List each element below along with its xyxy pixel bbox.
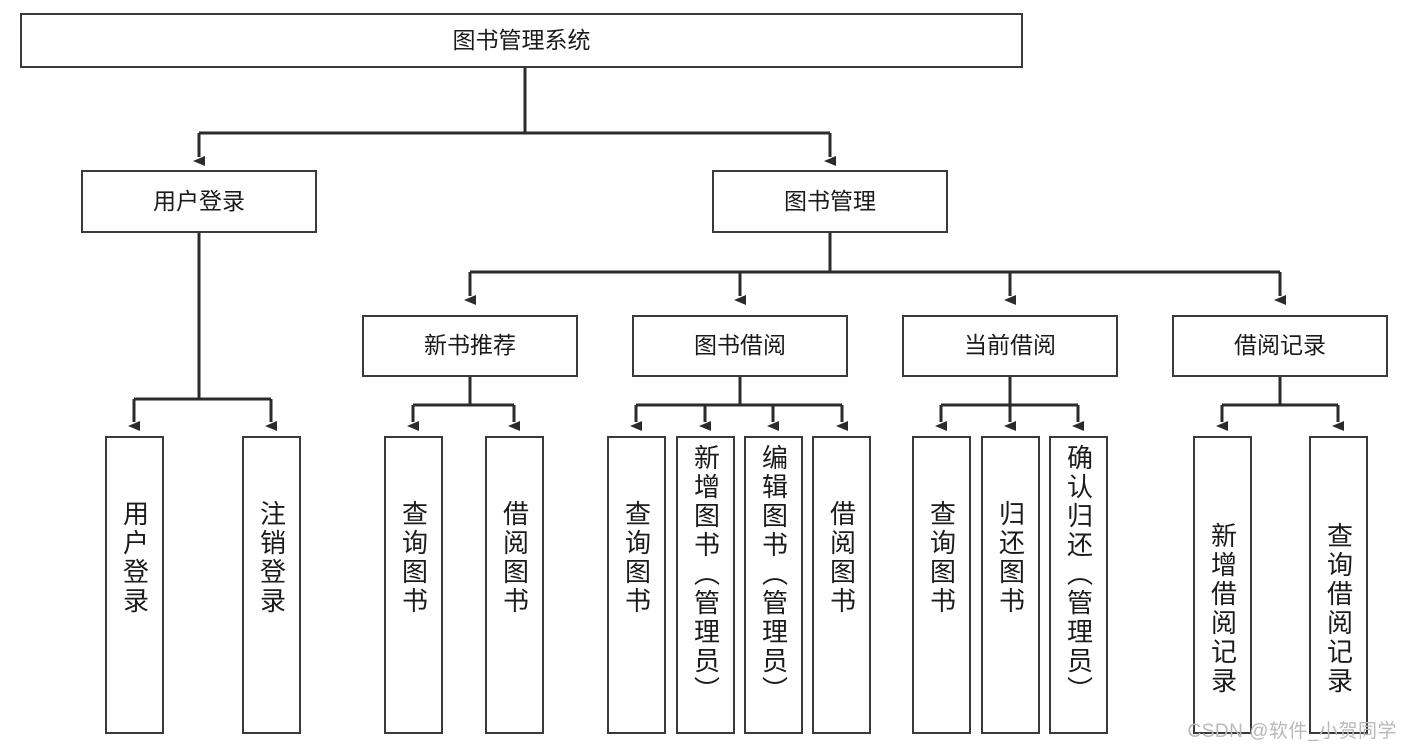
leaf-add-book[interactable]: 新增图书（管理员）: [676, 436, 735, 734]
node-borrow-record-label: 借阅记录: [1234, 332, 1326, 359]
leaf-query-book-recommend[interactable]: 查询图书: [384, 436, 443, 734]
node-book-manage-label: 图书管理: [784, 187, 876, 214]
leaf-return-book-label: 归还图书: [995, 500, 1026, 616]
leaf-query-book-recommend-label: 查询图书: [398, 500, 429, 616]
node-book-borrow[interactable]: 图书借阅: [632, 315, 848, 377]
leaf-borrow-book[interactable]: 借阅图书: [812, 436, 871, 734]
leaf-query-book-borrow[interactable]: 查询图书: [607, 436, 666, 734]
node-user-login[interactable]: 用户登录: [81, 170, 317, 233]
node-root[interactable]: 图书管理系统: [20, 13, 1023, 68]
leaf-query-book-current-label: 查询图书: [926, 500, 957, 616]
node-user-login-label: 用户登录: [153, 187, 245, 214]
leaf-query-book-current[interactable]: 查询图书: [912, 436, 971, 734]
leaf-return-book[interactable]: 归还图书: [981, 436, 1040, 734]
leaf-borrow-book-recommend[interactable]: 借阅图书: [485, 436, 544, 734]
node-current-borrow[interactable]: 当前借阅: [902, 315, 1118, 377]
leaf-confirm-return[interactable]: 确认归还（管理员）: [1049, 436, 1108, 734]
leaf-borrow-book-recommend-label: 借阅图书: [499, 500, 530, 616]
leaf-query-book-borrow-label: 查询图书: [621, 500, 652, 616]
leaf-query-borrow-record-label: 查询借阅记录: [1323, 522, 1354, 696]
leaf-confirm-return-label: 确认归还（管理员）: [1063, 444, 1094, 705]
leaf-add-borrow-record[interactable]: 新增借阅记录: [1193, 436, 1252, 734]
leaf-add-borrow-record-label: 新增借阅记录: [1207, 522, 1238, 696]
leaf-borrow-book-label: 借阅图书: [826, 500, 857, 616]
leaf-query-borrow-record[interactable]: 查询借阅记录: [1309, 436, 1368, 734]
node-current-borrow-label: 当前借阅: [964, 332, 1056, 359]
watermark: CSDN @软件_小贺同学: [1187, 721, 1397, 742]
leaf-edit-book-label: 编辑图书（管理员）: [758, 444, 789, 705]
leaf-user-login[interactable]: 用户登录: [105, 436, 164, 734]
leaf-add-book-label: 新增图书（管理员）: [690, 444, 721, 705]
node-root-label: 图书管理系统: [452, 26, 591, 53]
node-book-manage[interactable]: 图书管理: [712, 170, 948, 233]
node-book-borrow-label: 图书借阅: [694, 332, 786, 359]
node-new-book-recommend[interactable]: 新书推荐: [362, 315, 578, 377]
leaf-edit-book[interactable]: 编辑图书（管理员）: [744, 436, 803, 734]
node-new-book-recommend-label: 新书推荐: [424, 332, 516, 359]
leaf-logout-login-label: 注销登录: [256, 500, 287, 616]
leaf-user-login-label: 用户登录: [119, 500, 150, 616]
node-borrow-record[interactable]: 借阅记录: [1172, 315, 1388, 377]
leaf-logout-login[interactable]: 注销登录: [242, 436, 301, 734]
